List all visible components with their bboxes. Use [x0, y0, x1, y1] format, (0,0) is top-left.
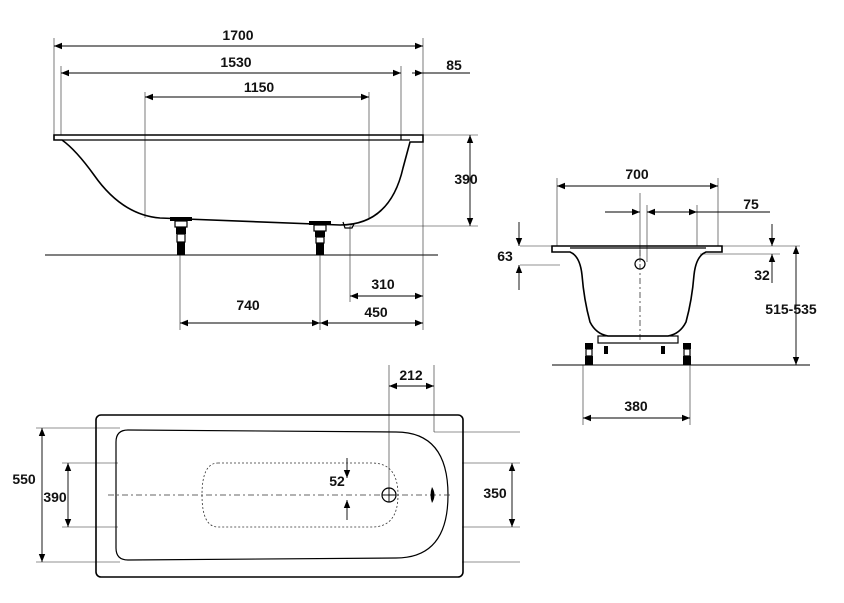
label-drain-to-end: 310: [371, 276, 395, 292]
end-view: 700 75 63 32 515-535 380: [497, 166, 817, 425]
top-view: 212 550 390 350 52: [12, 365, 520, 578]
top-bottom-footprint: [201, 462, 399, 528]
label-overflow-offset: 212: [399, 367, 423, 383]
end-base-frame: [597, 335, 679, 344]
label-rim-thickness: 63: [497, 248, 513, 264]
label-inner-length: 1530: [220, 54, 251, 70]
end-foot-right: [683, 343, 691, 365]
label-bottom-length: 1150: [244, 79, 275, 95]
label-drain-spacing: 75: [743, 196, 759, 212]
label-head-width: 350: [483, 485, 507, 501]
label-drain-radius: 52: [329, 473, 345, 489]
side-tub-outline: [53, 134, 424, 226]
label-rim-drop: 32: [754, 267, 770, 283]
label-overall-length: 1700: [222, 27, 253, 43]
top-overflow-mark: [430, 487, 435, 503]
label-foot-to-end: 450: [364, 304, 388, 320]
label-side-height: 390: [454, 171, 478, 187]
label-outer-width: 550: [12, 471, 36, 487]
side-drain: [342, 221, 355, 229]
label-rim-offset: 85: [446, 57, 462, 73]
top-tub-rim: [95, 414, 464, 578]
label-inner-width: 390: [43, 489, 67, 505]
side-foot-left: [170, 217, 192, 255]
label-feet-spacing: 740: [236, 297, 260, 313]
top-basin-outline: [115, 429, 449, 561]
label-end-feet-spacing: 380: [624, 398, 648, 414]
label-end-width: 700: [625, 166, 649, 182]
side-view: 1700 1530 85 1150 390 310 740 450: [45, 27, 478, 330]
end-foot-left: [585, 343, 593, 365]
side-foot-right: [309, 221, 331, 255]
label-total-height: 515-535: [765, 301, 817, 317]
